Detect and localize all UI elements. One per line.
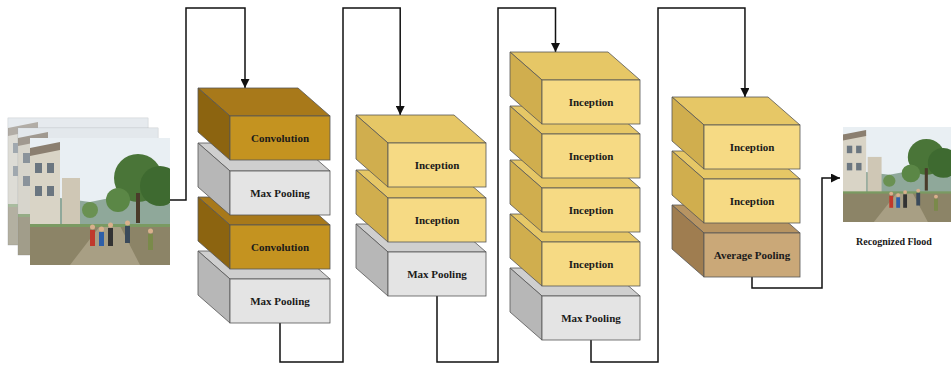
layer-box: Convolution [198,88,330,160]
front-face-fill [704,179,800,223]
layer-label: Inception [569,96,614,108]
output-label: Recognized Flood [856,236,932,247]
side-face [510,268,542,340]
front-face-fill [388,143,486,187]
front-face: Convolution [230,225,330,269]
front-face-fill [542,242,640,286]
front-face: Max Pooling [542,296,640,340]
front-face-fill [388,252,486,296]
front-face-fill [230,279,330,323]
cuboid-shape [510,52,640,124]
front-face: Inception [542,80,640,124]
front-face-fill [704,233,800,277]
cuboid-shape [672,97,800,169]
layer-label: Max Pooling [250,295,310,307]
front-face: Convolution [230,116,330,160]
front-face: Inception [704,179,800,223]
layer-label: Max Pooling [561,312,621,324]
front-face: Inception [542,134,640,178]
front-face-fill [542,134,640,178]
front-face-fill [230,171,330,215]
input-photos [8,118,180,265]
layer-label: Max Pooling [250,187,310,199]
front-face-fill [704,125,800,169]
front-face: Inception [542,242,640,286]
layer-box: Inception [672,97,800,169]
side-face [356,224,388,296]
front-face: Inception [542,188,640,232]
output-image: Recognized Flood [840,125,948,257]
front-face-fill [230,116,330,160]
layer-label: Convolution [251,132,309,144]
layer-box: Inception [510,52,640,124]
layer-label: Inception [569,258,614,270]
front-face: Inception [388,198,486,242]
front-face-fill [542,80,640,124]
front-face: Inception [704,125,800,169]
front-face: Max Pooling [230,279,330,323]
layer-label: Inception [569,150,614,162]
front-face: Max Pooling [230,171,330,215]
layer-label: Max Pooling [407,268,467,280]
cuboid-shape [198,88,330,160]
layer-label: Convolution [251,241,309,253]
front-face: Average Pooling [704,233,800,277]
front-face-fill [542,296,640,340]
layer-label: Inception [569,204,614,216]
front-face: Max Pooling [388,252,486,296]
layer-label: Inception [415,214,460,226]
side-face [198,251,230,323]
layer-box: Inception [356,115,486,187]
side-face [672,205,704,277]
front-face-fill [388,198,486,242]
output-photo [843,127,951,222]
front-face-fill [230,225,330,269]
front-face: Inception [388,143,486,187]
layer-label: Inception [415,159,460,171]
caption-area: Recognized Flood [840,225,948,257]
cuboid-shape [356,115,486,187]
front-face-fill [542,188,640,232]
layer-label: Inception [730,195,775,207]
layer-label: Average Pooling [714,249,790,261]
layer-label: Inception [730,141,775,153]
